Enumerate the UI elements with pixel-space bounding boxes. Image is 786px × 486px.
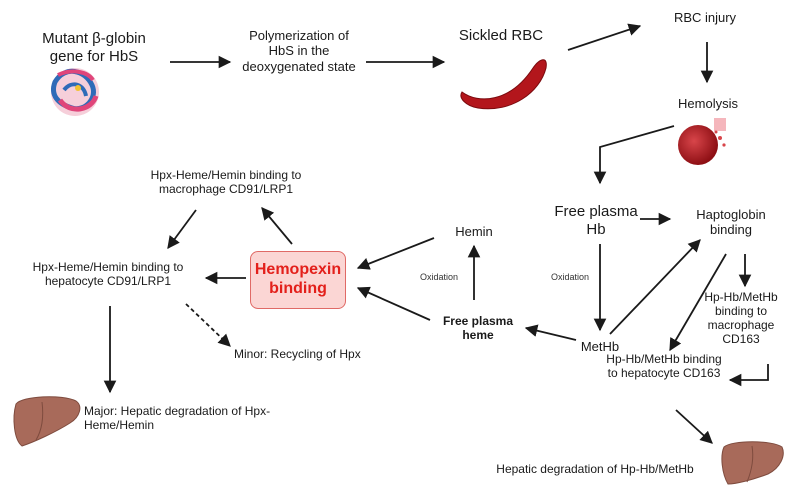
node-hpx-hepatocyte: Hpx-Heme/Hemin binding to hepatocyte CD9… bbox=[32, 260, 184, 289]
arrow-haptoglobin-to-hepatocyte bbox=[669, 253, 727, 352]
node-hemin: Hemin bbox=[455, 224, 493, 239]
edge-label-oxidation-right: Oxidation bbox=[550, 272, 590, 282]
arrow-hemopexin-to-macrophage bbox=[261, 207, 293, 245]
arrow-heme-to-hemopexin bbox=[356, 286, 431, 321]
node-minor: Minor: Recycling of Hpx bbox=[234, 347, 361, 361]
edge-label-oxidation-left: Oxidation bbox=[419, 272, 459, 282]
node-hp-macrophage: Hp-Hb/MetHb binding to macrophage CD163 bbox=[704, 290, 778, 347]
node-haptoglobin-binding: Haptoglobin binding bbox=[696, 207, 766, 238]
node-mutant-gene: Mutant β-globin gene for HbS bbox=[42, 30, 146, 65]
node-polymerization: Polymerization of HbS in the deoxygenate… bbox=[242, 28, 356, 74]
node-hemolysis: Hemolysis bbox=[678, 96, 738, 111]
arrow-hemolysis-to-free-hb bbox=[593, 125, 675, 185]
lysed-rbc-icon bbox=[678, 118, 726, 165]
hemoglobin-icon bbox=[51, 68, 99, 116]
arrow-macrophage-to-hepatocyte bbox=[728, 364, 769, 387]
node-sickled-rbc: Sickled RBC bbox=[458, 27, 544, 44]
arrow-sickled-to-injury bbox=[567, 23, 642, 51]
node-hp-hepatocyte: Hp-Hb/MetHb binding to hepatocyte CD163 bbox=[606, 352, 722, 381]
node-hpx-macrophage: Hpx-Heme/Hemin binding to macrophage CD9… bbox=[150, 168, 302, 197]
node-major: Major: Hepatic degradation of Hpx-Heme/H… bbox=[84, 404, 271, 433]
arrow-hepatocyte-to-hepatic bbox=[675, 409, 713, 444]
arrow-macrophage-to-hepatocyte-hpx bbox=[167, 209, 197, 250]
node-free-plasma-heme: Free plasma heme bbox=[442, 314, 514, 343]
node-methb: MetHb bbox=[580, 339, 620, 354]
arrow-hemin-to-hemopexin bbox=[356, 237, 435, 270]
node-free-plasma-hb: Free plasma Hb bbox=[554, 203, 638, 238]
arrow-methb-to-heme bbox=[524, 324, 577, 341]
hemopexin-box bbox=[250, 251, 346, 309]
arrow-hepatocyte-to-minor bbox=[185, 303, 231, 347]
arrow-methb-to-haptoglobin bbox=[609, 239, 701, 335]
sickled-rbc-icon bbox=[460, 59, 547, 110]
node-rbc-injury: RBC injury bbox=[673, 10, 737, 25]
liver-icon-left bbox=[13, 396, 81, 447]
node-hepatic-hp: Hepatic degradation of Hp-Hb/MetHb bbox=[496, 462, 694, 476]
node-hemopexin-binding: Hemopexin binding bbox=[254, 261, 342, 298]
